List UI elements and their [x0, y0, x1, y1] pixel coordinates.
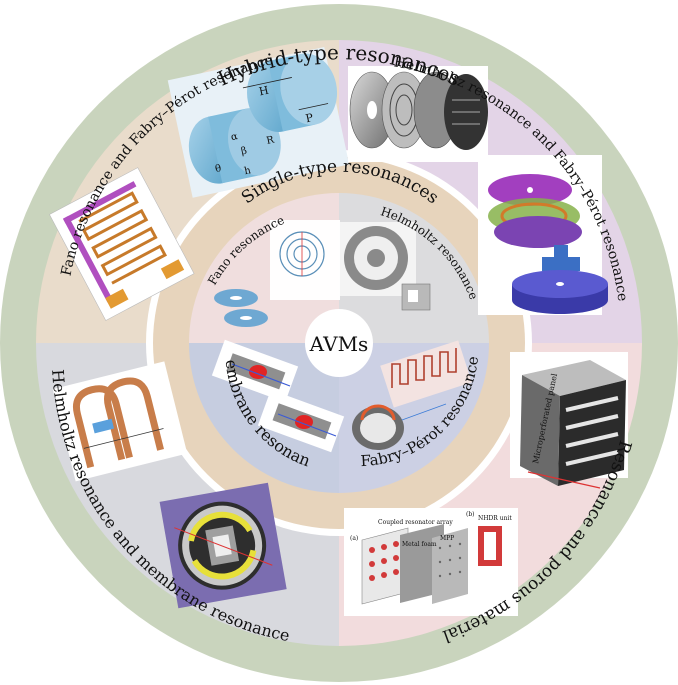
panel-a-label: (a) — [350, 535, 358, 542]
porous-mpp-panel-figure: Microperforated panel — [510, 352, 628, 489]
dim-p-label: P — [304, 111, 315, 125]
fano-fp-meander-figure — [49, 167, 195, 321]
center-circle — [305, 309, 373, 377]
membrane-duct-figure — [211, 339, 345, 453]
coupled-array-label: Coupled resonator array — [378, 519, 453, 526]
fano-ring-figure — [214, 220, 340, 327]
helmholtz-ring-figure — [340, 222, 431, 311]
fano-fp-cylinder-figure: H P R α β θ h — [167, 47, 350, 198]
helmholtz-fp-purple-figure — [478, 155, 608, 315]
helmholtz-membrane-ring-figure — [159, 482, 287, 609]
mpp-label: MPP — [440, 535, 454, 542]
dim-beta-label: β — [240, 145, 248, 157]
helmholtz-membrane-tube-figure — [52, 361, 188, 482]
metal-foam-label: Metal foam — [402, 541, 437, 548]
porous-array-figure: (a) (b) Coupled resonator array Metal fo… — [344, 508, 518, 616]
nhdr-unit-label: NHDR unit — [478, 515, 512, 522]
fabry-perot-coil-figure — [352, 340, 472, 450]
center-label: AVMs — [309, 332, 369, 356]
dim-h-label: H — [258, 84, 270, 99]
helmholtz-fp-disk-figure — [348, 66, 488, 162]
dim-alpha-label: α — [230, 131, 239, 143]
panel-b-label: (b) — [466, 511, 475, 518]
dim-r-label: R — [265, 135, 275, 147]
dim-h-small-label: h — [243, 165, 252, 177]
dim-theta-label: θ — [214, 163, 222, 175]
